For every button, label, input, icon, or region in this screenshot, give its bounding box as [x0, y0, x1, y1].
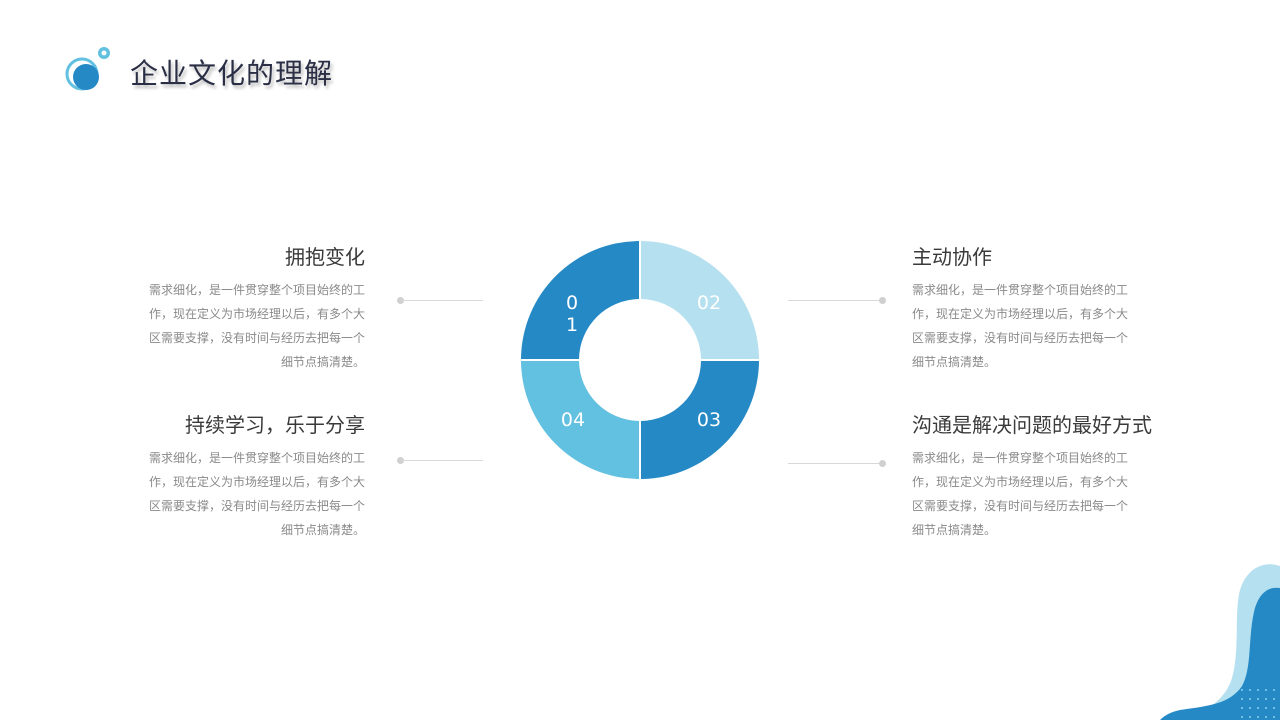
item-heading: 沟通是解决问题的最好方式: [912, 413, 1152, 437]
connector-dot: [397, 297, 404, 304]
item-block-03: 沟通是解决问题的最好方式 需求细化，是一件贯穿整个项目始终的工作，现在定义为市场…: [912, 409, 1152, 542]
connector-line: [401, 300, 483, 301]
connector-line: [788, 463, 882, 464]
segment-label-line: 1: [565, 314, 579, 336]
item-description: 需求细化，是一件贯穿整个项目始终的工作，现在定义为市场经理以后，有多个大区需要支…: [148, 451, 365, 537]
segment-04: [521, 361, 639, 479]
page-title: 企业文化的理解: [130, 57, 334, 90]
bubbles-logo-icon: [65, 47, 110, 91]
item-description: 需求细化，是一件贯穿整个项目始终的工作，现在定义为市场经理以后，有多个大区需要支…: [912, 451, 1129, 537]
segment-label-02: 02: [696, 292, 722, 314]
item-heading: 持续学习，乐于分享: [185, 413, 365, 437]
connector-dot: [879, 297, 886, 304]
segment-01: [521, 241, 639, 359]
item-block-02: 主动协作 需求细化，是一件贯穿整个项目始终的工作，现在定义为市场经理以后，有多个…: [912, 241, 1137, 374]
item-block-04: 持续学习，乐于分享 需求细化，是一件贯穿整个项目始终的工作，现在定义为市场经理以…: [140, 409, 365, 542]
item-heading: 主动协作: [912, 245, 992, 269]
item-description: 需求细化，是一件贯穿整个项目始终的工作，现在定义为市场经理以后，有多个大区需要支…: [148, 283, 365, 369]
segment-03: [641, 361, 759, 479]
decorative-wave-icon: [1160, 564, 1280, 720]
segment-label-01: 0 1: [560, 292, 584, 336]
item-block-01: 拥抱变化 需求细化，是一件贯穿整个项目始终的工作，现在定义为市场经理以后，有多个…: [140, 241, 365, 374]
connector-line: [401, 460, 483, 461]
segment-02: [641, 241, 759, 359]
connector-dot: [397, 457, 404, 464]
item-description: 需求细化，是一件贯穿整个项目始终的工作，现在定义为市场经理以后，有多个大区需要支…: [912, 283, 1129, 369]
segment-label-04: 04: [560, 409, 586, 431]
item-heading: 拥抱变化: [285, 245, 365, 269]
donut-diagram: [521, 241, 759, 479]
connector-line: [788, 300, 882, 301]
segment-label-03: 03: [696, 409, 722, 431]
segment-label-line: 0: [565, 292, 579, 314]
connector-dot: [879, 460, 886, 467]
